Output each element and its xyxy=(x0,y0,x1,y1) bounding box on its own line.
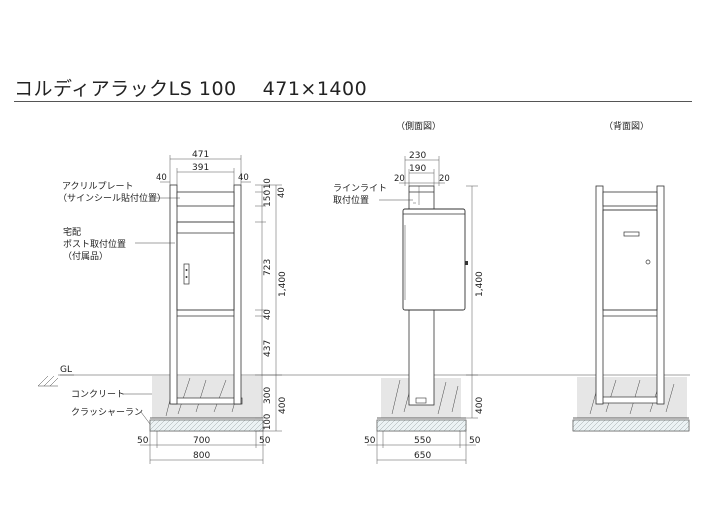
label-line-light-2: 取付位置 xyxy=(333,194,369,206)
dim-700: 700 xyxy=(193,436,210,446)
dim-150: 150 xyxy=(263,190,273,207)
dim-side-1400: 1,400 xyxy=(475,271,485,297)
label-acrylic-1: アクリルプレート xyxy=(62,181,134,192)
side-view xyxy=(376,185,468,432)
dim-800: 800 xyxy=(193,451,210,461)
dim-front-50-right: 50 xyxy=(259,436,271,446)
back-left-post xyxy=(595,185,604,405)
back-lock xyxy=(645,259,651,265)
side-height-dimensions xyxy=(466,185,478,419)
dim-left-40: 40 xyxy=(156,173,167,183)
front-box-handle xyxy=(183,263,190,285)
dim-391: 391 xyxy=(192,163,209,173)
dim-723: 723 xyxy=(263,259,273,276)
dim-side-400: 400 xyxy=(475,397,485,414)
front-left-post xyxy=(169,184,178,405)
front-view xyxy=(149,184,264,432)
label-delivery-3: （付属品） xyxy=(63,251,108,262)
label-line-light-1: ラインライト xyxy=(333,183,387,194)
label-crusher-run: クラッシャーラン xyxy=(71,407,143,418)
dim-437: 437 xyxy=(263,340,273,357)
page-title: コルディアラックLS 100 471×1400 xyxy=(14,78,368,100)
dim-471: 471 xyxy=(192,150,209,160)
back-right-post xyxy=(656,185,665,405)
front-height-dimensions xyxy=(255,184,282,432)
dim-side-50-right: 50 xyxy=(469,436,481,446)
front-acrylic-plate xyxy=(176,191,235,207)
front-concrete xyxy=(152,376,261,418)
side-view-title: （側面図） xyxy=(396,120,441,132)
front-bottom-dimensions xyxy=(140,431,266,464)
label-delivery-2: ポスト取付位置 xyxy=(63,238,126,250)
dim-side-50-left: 50 xyxy=(364,436,376,446)
label-acrylic-2: （サインシール貼付位置） xyxy=(58,192,166,204)
dim-front-1400: 1,400 xyxy=(278,271,288,297)
front-top-dimensions xyxy=(160,155,251,185)
side-top-dimensions xyxy=(399,156,445,186)
side-delivery-box xyxy=(402,208,466,311)
dim-side-20-right: 20 xyxy=(439,174,450,184)
dim-right-40: 40 xyxy=(238,173,249,183)
back-slot xyxy=(623,231,640,237)
dim-190: 190 xyxy=(409,164,426,174)
label-concrete: コンクリート xyxy=(71,389,125,400)
dim-650: 650 xyxy=(414,451,431,461)
ground-line xyxy=(37,374,690,387)
dim-100: 100 xyxy=(263,414,273,430)
back-acrylic-plate xyxy=(602,191,658,207)
back-view-title: （背面図） xyxy=(604,120,649,132)
dim-side-20-left: 20 xyxy=(394,174,405,184)
dim-10: 10 xyxy=(263,178,273,189)
side-bottom-dimensions xyxy=(367,431,476,464)
dim-550: 550 xyxy=(414,436,431,446)
dim-front-400: 400 xyxy=(278,397,288,414)
front-right-post xyxy=(233,184,242,405)
dim-40a: 40 xyxy=(277,187,287,198)
back-view xyxy=(572,185,690,432)
dim-230: 230 xyxy=(409,151,426,161)
label-delivery-1: 宅配 xyxy=(63,226,81,238)
title-rule xyxy=(14,101,692,102)
dim-front-50-left: 50 xyxy=(137,436,149,446)
dim-40b: 40 xyxy=(263,309,273,320)
gl-label: GL xyxy=(60,365,72,375)
dim-300: 300 xyxy=(263,387,273,404)
